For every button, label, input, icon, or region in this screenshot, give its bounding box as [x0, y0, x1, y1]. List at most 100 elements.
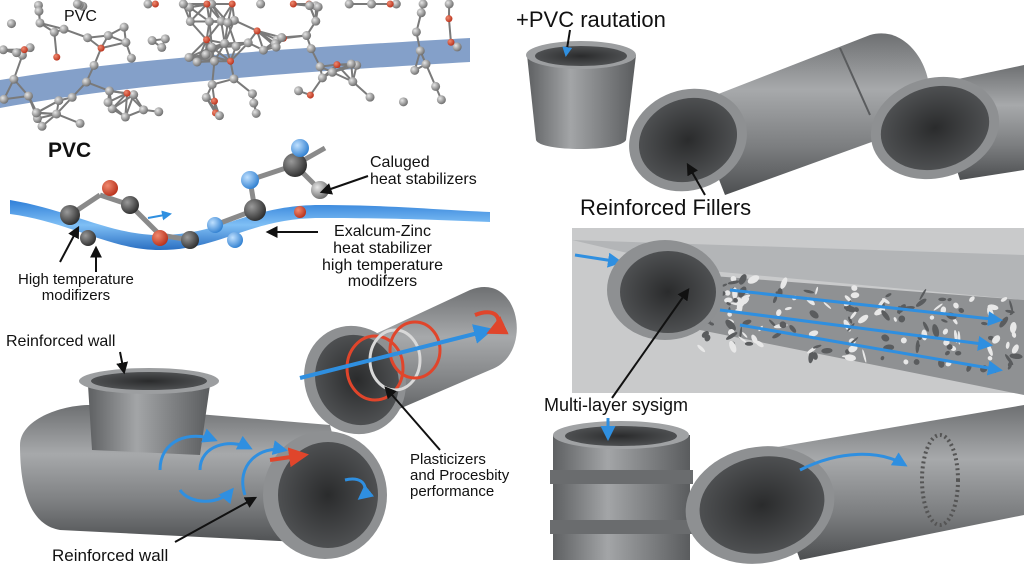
filler-fragment: [969, 296, 975, 302]
label-pvc-top: PVC: [64, 8, 97, 25]
filler-fragment: [940, 306, 947, 314]
lattice-atom: [306, 91, 314, 99]
filler-fragment: [724, 290, 731, 296]
filler-fragment: [932, 324, 940, 338]
filler-fragment: [776, 309, 782, 317]
filler-fragment: [721, 283, 728, 287]
lattice-atom: [231, 41, 241, 51]
filler-fragment: [844, 295, 852, 302]
lattice-atom: [104, 86, 114, 96]
filler-fragment: [823, 302, 832, 309]
filler-fragment: [739, 326, 743, 340]
label-pvc-main: PVC: [48, 139, 92, 162]
lattice-atom: [214, 111, 224, 121]
filler-fragment: [779, 321, 787, 329]
filler-fragment: [1005, 309, 1015, 314]
pvc-pipe-top-middle: [629, 33, 930, 195]
pvc-molecular-lattice: [0, 0, 470, 131]
filler-fragment: [733, 297, 738, 303]
lattice-atom: [327, 67, 337, 77]
filler-fragment: [812, 344, 822, 349]
label-reinforced-wall-top: Reinforced wall: [6, 333, 116, 350]
heat-stabilizer-molecule-chain: [10, 139, 490, 250]
filler-fragment: [755, 340, 764, 348]
lattice-atom: [315, 62, 325, 72]
lattice-atom: [129, 90, 139, 100]
lattice-atom: [418, 0, 428, 9]
lattice-atom: [157, 42, 167, 52]
filler-fragment: [913, 359, 920, 365]
lattice-atom: [247, 89, 257, 99]
leader-lines: [59, 29, 706, 543]
filler-fragment: [1009, 300, 1014, 313]
filler-fragment: [874, 307, 886, 316]
filler-fragment: [725, 332, 738, 340]
lattice-atom: [223, 18, 233, 28]
filler-fragment: [853, 307, 859, 312]
filler-fragment: [724, 297, 733, 303]
filler-fragment: [915, 340, 920, 354]
lattice-atom: [253, 27, 261, 35]
lattice-atom: [160, 34, 170, 44]
lattice-atom: [9, 74, 19, 84]
lattice-atom: [119, 22, 129, 32]
filler-fragment: [946, 344, 953, 350]
lattice-atom: [204, 17, 214, 27]
lattice-atom: [445, 15, 453, 23]
filler-fragment: [848, 345, 858, 353]
filler-fragment: [938, 297, 947, 302]
filler-fragment: [848, 316, 853, 324]
lattice-atom: [120, 112, 130, 122]
lattice-atom: [37, 121, 47, 131]
lattice-atom: [391, 0, 401, 9]
lattice-atom: [35, 18, 45, 28]
label-exalcum-zinc-heat-stabilizer: Exalcum-Zinc heat stabilizer high temper…: [322, 223, 443, 291]
lattice-atom: [83, 33, 93, 43]
lattice-atom: [143, 0, 153, 9]
lattice-atom: [203, 0, 211, 8]
pvc-pipe-with-plasticizer-helix: [299, 286, 517, 435]
filler-fragment: [881, 310, 890, 321]
label-pvc-rautation: +PVC rautation: [516, 7, 666, 32]
lattice-atom: [49, 27, 59, 37]
lattice-atom: [103, 31, 113, 41]
lattice-atom: [258, 45, 268, 55]
filler-fragment: [697, 344, 706, 353]
lattice-atom: [178, 0, 188, 9]
lattice-atom: [209, 56, 219, 66]
lattice-atom: [34, 6, 44, 16]
lattice-atom: [31, 108, 41, 118]
lattice-atom: [436, 95, 446, 105]
pvc-tee-fitting: [20, 368, 387, 559]
filler-fragment: [772, 332, 782, 339]
lattice-atom: [89, 60, 99, 70]
filler-fragment: [1007, 361, 1013, 367]
lattice-atom: [0, 94, 9, 104]
lattice-atom: [346, 59, 356, 69]
lattice-atom: [317, 73, 327, 83]
lattice-atom: [333, 61, 341, 69]
filler-fragment: [915, 298, 927, 307]
filler-fragment: [742, 319, 752, 326]
filler-fragment: [815, 286, 819, 295]
filler-fragment: [780, 277, 788, 289]
lattice-atom: [207, 80, 217, 90]
filler-fragment: [709, 322, 715, 326]
lattice-atom: [289, 0, 297, 8]
lattice-atom: [411, 27, 421, 37]
lattice-atom: [75, 118, 85, 128]
lattice-atom: [59, 24, 69, 34]
filler-fragment: [821, 347, 833, 354]
filler-fragment: [919, 288, 927, 301]
lattice-atom: [23, 91, 33, 101]
lattice-atom: [415, 46, 425, 56]
lattice-atom: [386, 0, 394, 8]
lattice-atom: [447, 38, 455, 46]
label-multi-layer-system: Multi-layer sysigm: [544, 395, 689, 415]
lattice-atom: [398, 97, 408, 107]
pvc-coupler-fitting: [550, 418, 693, 560]
lattice-atom: [151, 0, 159, 8]
filler-fragment: [704, 334, 711, 342]
